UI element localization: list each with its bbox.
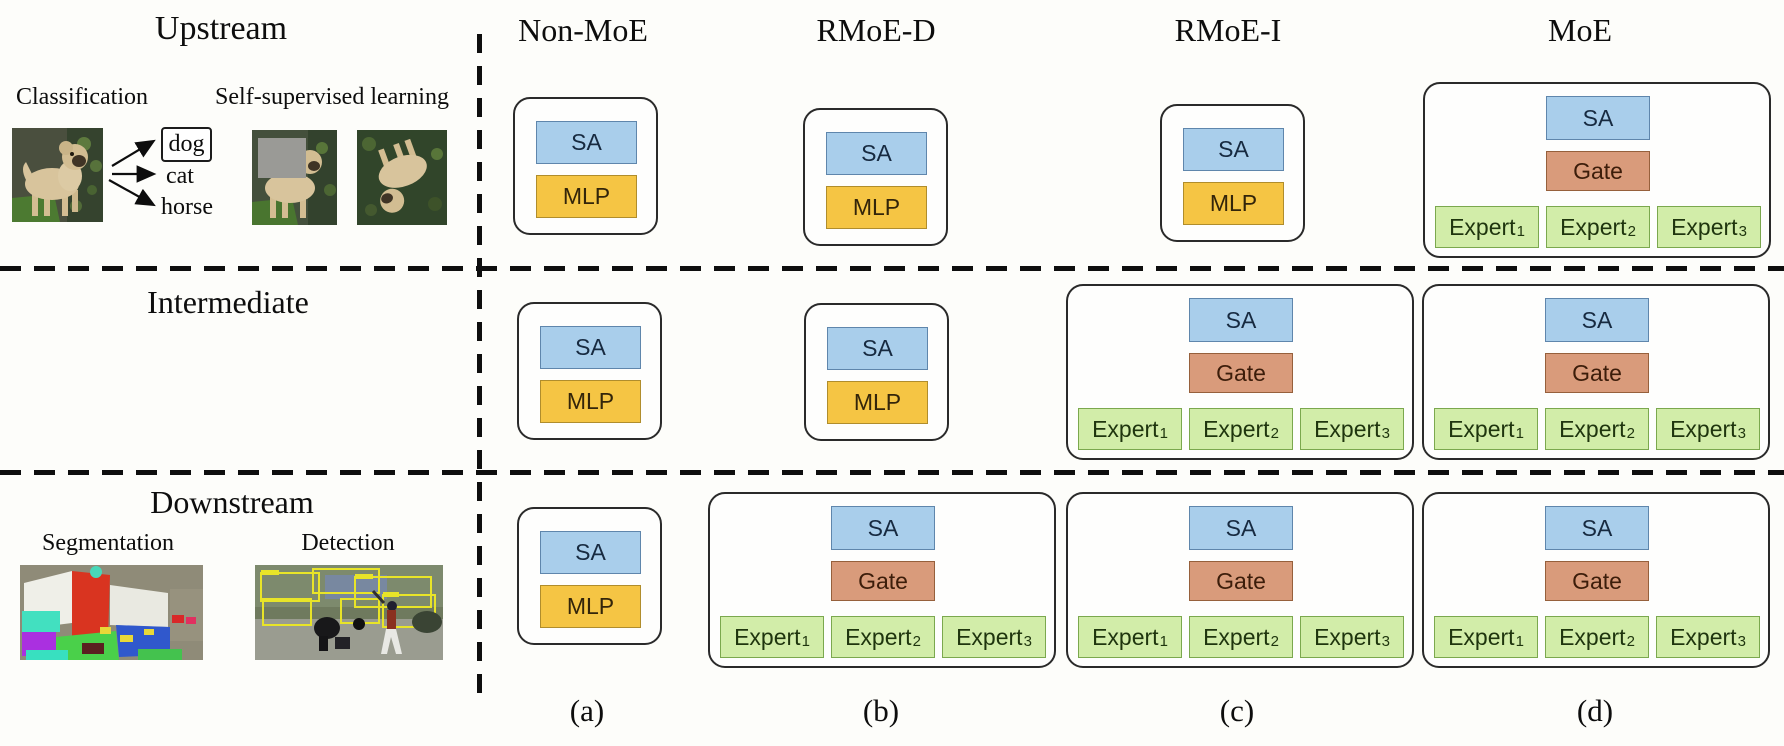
sa-block: SA — [1545, 506, 1649, 550]
cell-downstream-non-moe: SA MLP — [517, 507, 662, 645]
sa-block: SA — [540, 326, 641, 369]
sa-block: SA — [827, 327, 928, 370]
class-name-horse: horse — [161, 194, 213, 220]
mlp-block: MLP — [1183, 182, 1284, 225]
self-supervised-label: Self-supervised learning — [215, 84, 449, 110]
cell-intermediate-rmoe-d: SA MLP — [804, 303, 949, 441]
row-divider-upstream-intermediate — [0, 266, 1784, 271]
sa-block: SA — [1545, 298, 1649, 342]
cell-upstream-rmoe-d: SA MLP — [803, 108, 948, 246]
sa-block: SA — [1189, 506, 1293, 550]
column-header-rmoe-i: RMoE-I — [1174, 12, 1282, 48]
row-title-upstream: Upstream — [154, 10, 288, 47]
sa-block: SA — [540, 531, 641, 574]
mlp-block: MLP — [540, 585, 641, 628]
column-header-rmoe-d: RMoE-D — [816, 12, 936, 48]
sa-block: SA — [1546, 96, 1650, 140]
segmentation-image — [20, 565, 203, 660]
gate-block: Gate — [1189, 353, 1293, 393]
caption-b: (b) — [862, 693, 900, 728]
detection-label: Detection — [301, 530, 395, 556]
caption-c: (c) — [1219, 693, 1255, 728]
column-header-moe: MoE — [1548, 12, 1612, 48]
gate-block: Gate — [1189, 561, 1293, 601]
ssl-rotated-image — [357, 130, 447, 225]
row-divider-intermediate-downstream — [0, 470, 1784, 475]
classification-label: Classification — [16, 84, 148, 110]
mlp-block: MLP — [827, 381, 928, 424]
column-divider-tasks-architectures — [477, 34, 482, 700]
gate-block: Gate — [1545, 561, 1649, 601]
gate-block: Gate — [831, 561, 935, 601]
gate-block: Gate — [1546, 151, 1650, 191]
mlp-block: MLP — [826, 186, 927, 229]
sa-block: SA — [536, 121, 637, 164]
classification-arrows — [108, 139, 157, 207]
sa-block: SA — [1183, 128, 1284, 171]
mlp-block: MLP — [536, 175, 637, 218]
row-title-intermediate: Intermediate — [147, 284, 309, 320]
segmentation-label: Segmentation — [42, 530, 174, 556]
caption-a: (a) — [569, 693, 605, 728]
column-header-non-moe: Non-MoE — [518, 12, 648, 48]
ssl-masked-image — [252, 130, 337, 225]
classification-dog-image — [12, 128, 103, 222]
cell-upstream-rmoe-i: SA MLP — [1160, 104, 1305, 242]
caption-d: (d) — [1576, 693, 1614, 728]
class-name-dog: dog — [161, 127, 212, 162]
cell-intermediate-non-moe: SA MLP — [517, 302, 662, 440]
row-title-downstream: Downstream — [150, 484, 314, 520]
mlp-block: MLP — [540, 380, 641, 423]
gate-block: Gate — [1545, 353, 1649, 393]
sa-block: SA — [831, 506, 935, 550]
class-name-cat: cat — [166, 163, 194, 189]
detection-image — [255, 565, 443, 660]
sa-block: SA — [826, 132, 927, 175]
cell-upstream-non-moe: SA MLP — [513, 97, 658, 235]
sa-block: SA — [1189, 298, 1293, 342]
